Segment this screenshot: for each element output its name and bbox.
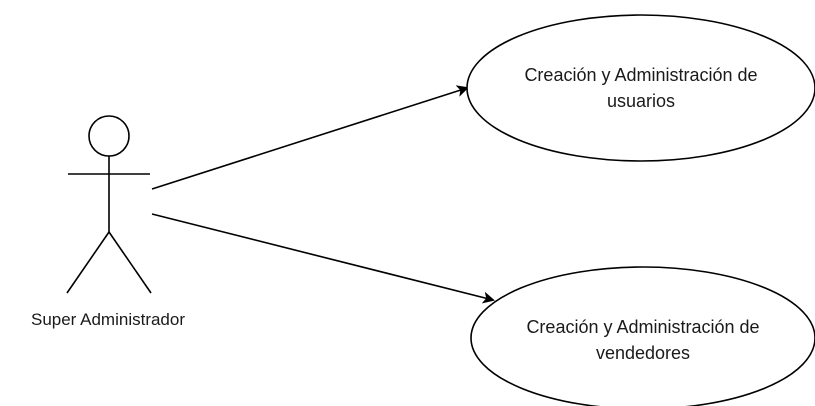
use-case-vendedores-label-line1: Creación y Administración de — [526, 317, 759, 337]
use-case-usuarios-ellipse — [466, 14, 815, 162]
use-case-usuarios-label-line2: usuarios — [607, 91, 675, 111]
actor-super-administrador[interactable]: Super Administrador — [31, 115, 185, 329]
actor-label: Super Administrador — [31, 310, 185, 329]
use-case-vendedores-label-line2: vendedores — [596, 343, 690, 363]
association-arrow-vendedores[interactable] — [151, 213, 495, 304]
actor-head — [88, 115, 130, 157]
actor-right-leg — [108, 231, 152, 294]
use-case-usuarios[interactable]: Creación y Administración de usuarios — [466, 14, 815, 162]
use-case-vendedores-ellipse — [470, 266, 815, 406]
actor-left-leg — [66, 231, 110, 294]
use-case-vendedores[interactable]: Creación y Administración de vendedores — [470, 266, 815, 406]
use-case-usuarios-label-line1: Creación y Administración de — [524, 65, 757, 85]
association-arrow-usuarios[interactable] — [151, 85, 469, 190]
